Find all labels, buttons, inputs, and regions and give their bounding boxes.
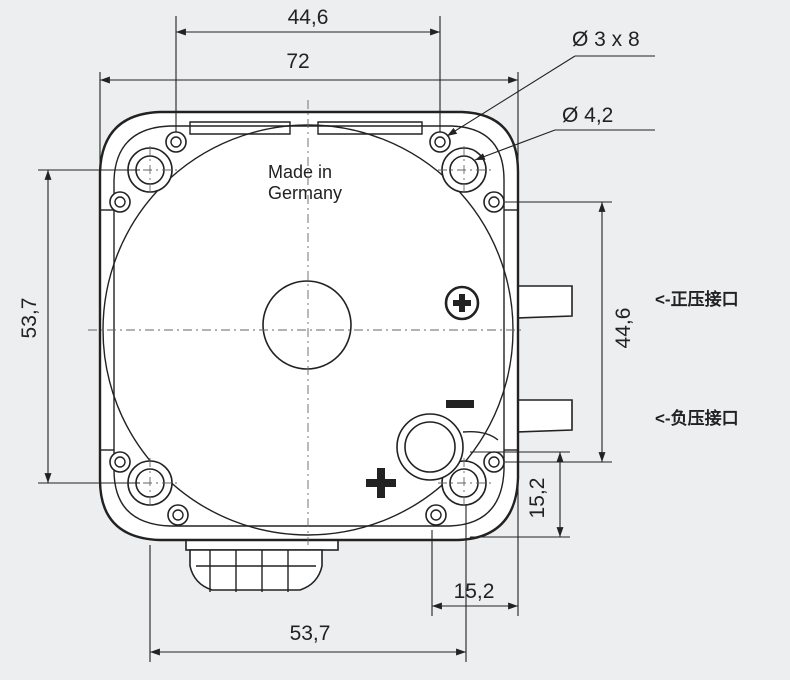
setpoint-knob bbox=[396, 413, 499, 481]
made-in-line2: Germany bbox=[268, 183, 342, 203]
dim-left-height: 53,7 bbox=[18, 169, 140, 484]
plus-marker-top bbox=[444, 285, 480, 321]
dim-top-hole-spacing: 44,6 bbox=[175, 6, 441, 132]
dim-bottom-right-horizontal: 15,2 bbox=[431, 480, 519, 616]
svg-text:15,2: 15,2 bbox=[526, 478, 549, 519]
center-hub bbox=[262, 280, 352, 370]
made-in-line1: Made in bbox=[268, 162, 332, 182]
housing: Made in Germany bbox=[98, 110, 573, 592]
dim-bottom-width: 53,7 bbox=[149, 505, 467, 662]
dim-bottom-right-vertical: 15,2 bbox=[470, 451, 570, 538]
svg-text:72: 72 bbox=[286, 50, 309, 73]
svg-text:44,6: 44,6 bbox=[612, 308, 635, 349]
cable-gland bbox=[185, 536, 339, 592]
label-negative-port: <-负压接口 bbox=[655, 408, 739, 428]
minus-marker bbox=[446, 400, 474, 408]
plus-marker-bottom bbox=[366, 468, 396, 498]
callout-hole-small: Ø 3 x 8 bbox=[446, 28, 655, 137]
label-positive-port: <-正压接口 bbox=[655, 289, 739, 309]
svg-text:53,7: 53,7 bbox=[290, 622, 331, 645]
svg-text:44,6: 44,6 bbox=[288, 6, 329, 29]
dim-overall-width: 72 bbox=[99, 50, 519, 165]
svg-text:Ø 3 x 8: Ø 3 x 8 bbox=[572, 28, 640, 51]
center-lines bbox=[88, 100, 525, 545]
callout-hole-large: Ø 4,2 bbox=[474, 104, 655, 161]
dim-right-port-spacing: 44,6 bbox=[505, 201, 635, 463]
svg-text:53,7: 53,7 bbox=[18, 298, 41, 339]
svg-text:Ø 4,2: Ø 4,2 bbox=[562, 104, 613, 127]
svg-text:15,2: 15,2 bbox=[454, 580, 495, 603]
top-slot bbox=[189, 121, 423, 135]
